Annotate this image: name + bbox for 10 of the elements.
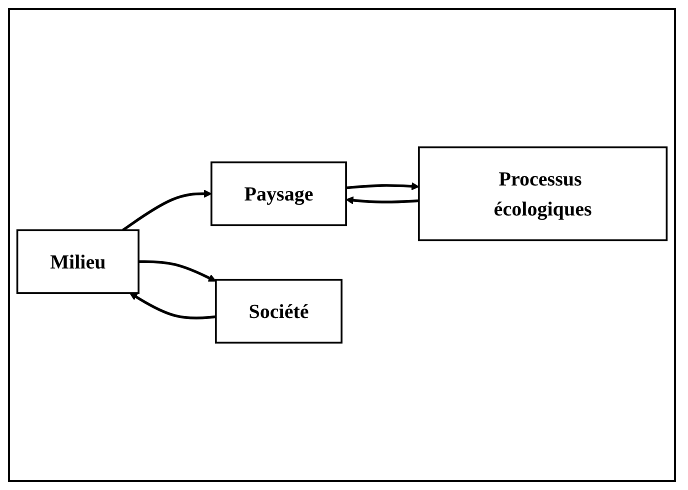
node-box	[16, 229, 140, 294]
diagram-frame: Milieu Processus écologiques Paysage Société	[8, 8, 676, 482]
node-box	[215, 278, 342, 344]
arrow	[346, 196, 419, 204]
arrow	[138, 260, 216, 282]
arrow	[130, 292, 216, 320]
arrow	[122, 190, 212, 232]
node-box	[210, 161, 347, 226]
node-box	[418, 146, 668, 242]
arrow	[346, 182, 420, 190]
